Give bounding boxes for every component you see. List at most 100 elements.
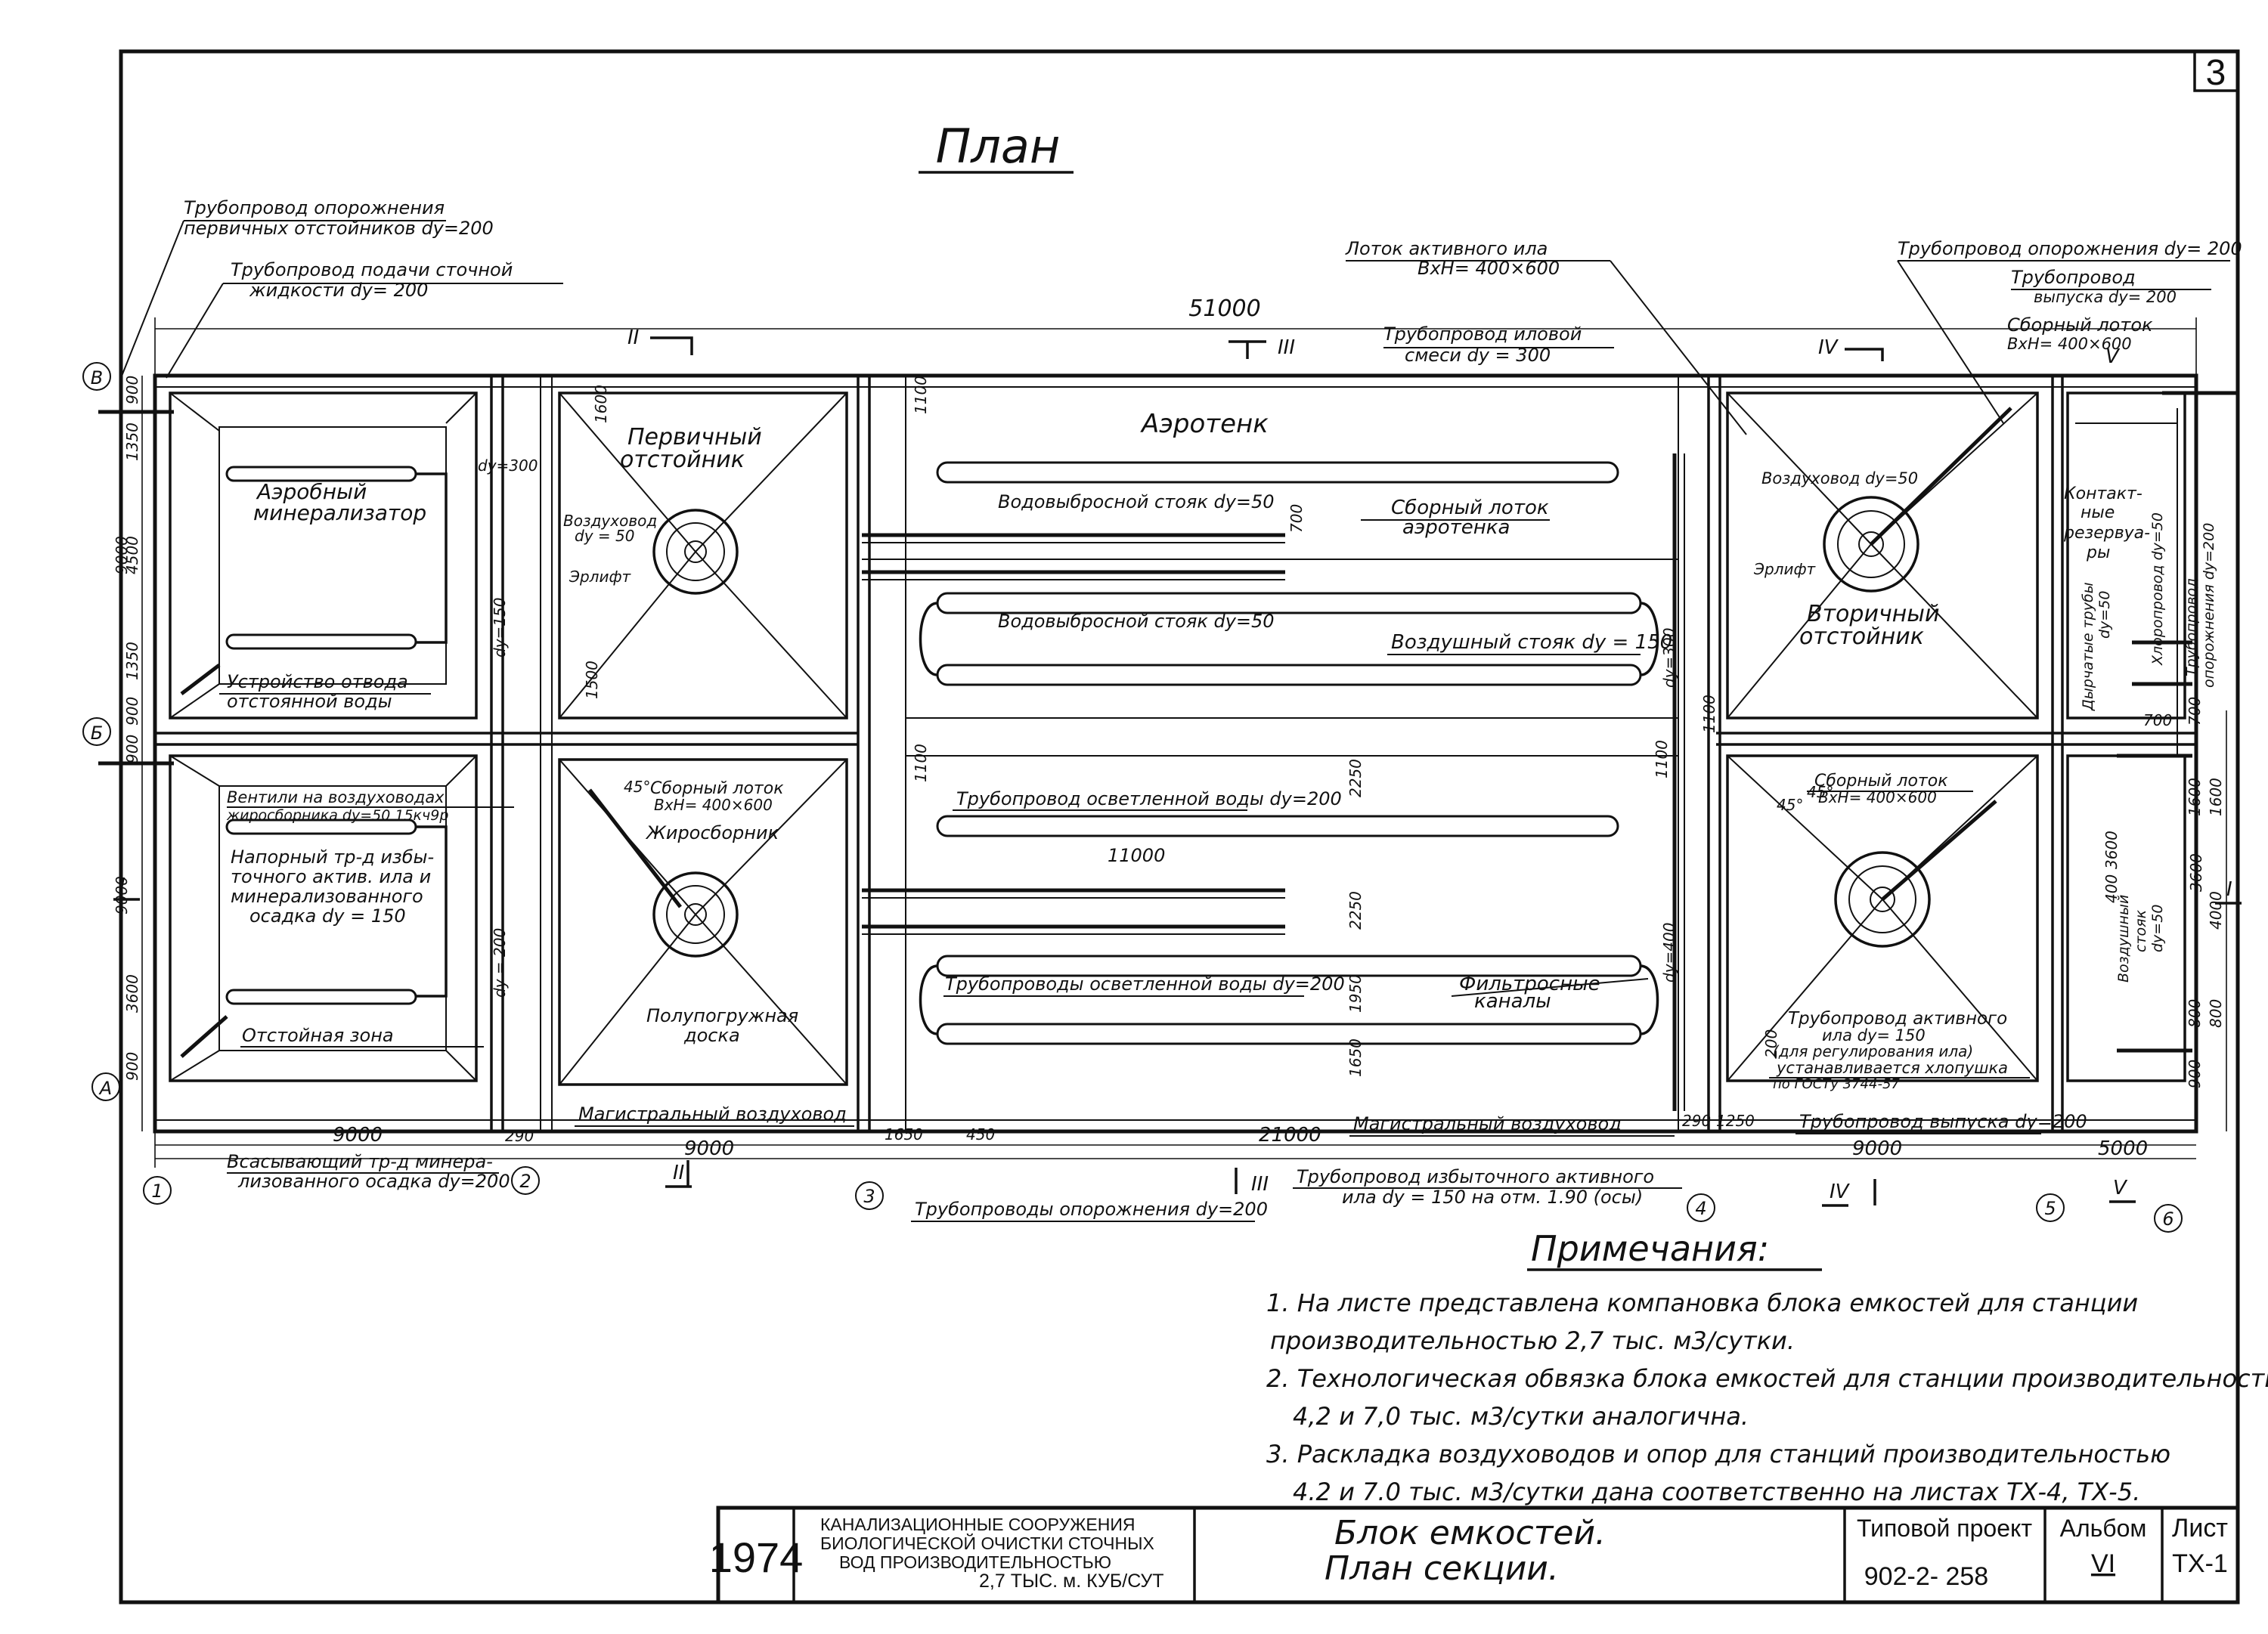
label-vozduhovod-right: Воздуховод dу=50	[1761, 469, 1918, 487]
label-aerobnyy-2: минерализатор	[253, 500, 426, 525]
svg-text:II: II	[673, 1162, 684, 1184]
row-axes: В Б А	[82, 362, 120, 1101]
label-kontakt-1: Контакт-	[2064, 484, 2143, 503]
dim-bottom-2: 9000	[684, 1137, 734, 1160]
dim-int-9: 11000	[1108, 845, 1165, 866]
sheet-number: 3	[2206, 53, 2226, 93]
dim-bottom-1: 290	[505, 1127, 534, 1145]
title-project-number: 902-2- 258	[1864, 1562, 1988, 1591]
label-sbornyy-aerotenka-1: Сборный лоток	[1391, 497, 1549, 519]
label-vozdushnyy-stoyak: Воздушный стояк dу = 150	[1391, 631, 1672, 654]
dim-right-6: 800	[2207, 999, 2225, 1028]
label-dyrchatye-1: Дырчатые трубы	[2080, 582, 2096, 711]
section-marks: II III IV V I I II III IV V	[113, 326, 2242, 1207]
axis-col-3: 3	[863, 1186, 875, 1207]
overall-dimension: 51000	[1188, 296, 1260, 322]
dim-int-6: 2250	[1346, 891, 1365, 930]
label-zhirosbornik: Жиросборник	[645, 822, 779, 843]
dim-left-0: 900	[123, 376, 141, 404]
axis-col-5: 5	[2044, 1198, 2056, 1219]
label-sbornyy-left-1: Сборный лоток	[650, 779, 784, 798]
dim-right-3: 1600	[2207, 778, 2225, 816]
dim-left-3: 4500	[123, 536, 141, 574]
dim-bottom-5: 21000	[1259, 1124, 1321, 1147]
dim-right-5: 800	[2186, 999, 2204, 1028]
dim-bottom-8: 9000	[1852, 1137, 1902, 1160]
label-vozduhovod-2: dу = 50	[575, 527, 634, 545]
dim-int-14: 700	[2143, 711, 2172, 729]
title-album-label: Альбом	[2060, 1515, 2147, 1542]
axis-col-4: 4	[1695, 1198, 1706, 1219]
dim-bottom-9: 5000	[2098, 1137, 2148, 1160]
label-pervichnyy-1: Первичный	[627, 424, 762, 450]
title-org-2: БИОЛОГИЧЕСКОЙ ОЧИСТКИ СТОЧНЫХ	[820, 1533, 1154, 1553]
dim-int-3: 1100	[1653, 740, 1671, 778]
note-3b: 4.2 и 7.0 тыс. м3/сутки дана соответстве…	[1293, 1478, 2140, 1506]
dim-int-19: dу=150	[491, 598, 509, 658]
note-1b: производительностью 2,7 тыс. м3/сутки.	[1270, 1326, 1795, 1355]
title-org-3: ВОД ПРОИЗВОДИТЕЛЬНОСТЬЮ	[839, 1552, 1111, 1572]
dim-int-18: 45°	[1777, 796, 1803, 814]
svg-text:I: I	[2226, 878, 2232, 901]
svg-text:III: III	[1251, 1173, 1269, 1196]
label-oporozhneniya-pervichnyh-1: Трубопровод опорожнения	[184, 197, 445, 218]
label-ustanavlivaetsya-1: устанавливается хлопушка	[1776, 1059, 2008, 1077]
label-napornyy-1: Напорный тр-д избы-	[231, 846, 434, 868]
label-lotok-ila-1: Лоток активного ила	[1345, 238, 1548, 259]
dim-left-5: 900	[123, 697, 141, 726]
svg-text:IV: IV	[1830, 1181, 1851, 1203]
svg-text:II: II	[627, 326, 639, 349]
label-vodovybrosnoy-1: Водовыбросной стояк dу=50	[998, 491, 1275, 512]
title-album-value: VI	[2091, 1549, 2115, 1578]
contact-reservoirs	[2066, 391, 2238, 1082]
label-napornyy-2: точного актив. ила и	[231, 866, 431, 887]
axis-row-a: А	[98, 1078, 112, 1099]
dim-bottom-0: 9000	[333, 1124, 383, 1147]
dim-int-8: 1650	[1346, 1038, 1365, 1077]
label-ustroystvo-1: Устройство отвода	[227, 671, 408, 692]
label-vozd-stoyak-vert-2: стояк	[2133, 909, 2149, 952]
label-osvetlennoy-2: Трубопроводы осветленной воды dу=200	[945, 973, 1345, 995]
dim-left-7: 9000	[113, 876, 131, 914]
dim-int-23: dу=300	[478, 456, 538, 475]
title-project-label: Типовой проект	[1857, 1515, 2032, 1542]
title-sheet-value: ТХ-1	[2172, 1549, 2228, 1578]
label-opor-vert-1: Трубопровод	[2183, 578, 2200, 676]
dim-right-0: 700	[2186, 697, 2204, 726]
dim-bottom-7: 1250	[1716, 1112, 1755, 1130]
svg-text:I: I	[119, 874, 125, 897]
label-aerotenk: Аэротенк	[1140, 409, 1269, 439]
axis-row-b: Б	[91, 723, 103, 744]
dim-left-2: 9000	[113, 536, 131, 574]
label-polupogruzhnaya-1: Полупогружная	[646, 1005, 798, 1026]
label-opor-vert-2: опорожнения dу=200	[2201, 523, 2217, 688]
label-sbornyy-right-1: Сборный лоток	[1814, 772, 1948, 791]
sheet-number-box	[2193, 50, 2239, 92]
title-drawing-2: План секции.	[1325, 1549, 1559, 1588]
title-sheet-label: Лист	[2172, 1514, 2228, 1543]
dim-left-6: 900	[123, 735, 141, 763]
note-3a: 3. Раскладка воздуховодов и опор для ста…	[1266, 1440, 2170, 1468]
label-vozduhovod-1: Воздуховод	[563, 512, 657, 530]
label-vypuska-top-1: Трубопровод	[2011, 267, 2136, 288]
column-axes: 1 2 3 4 5 6	[143, 1131, 2183, 1233]
svg-text:IV: IV	[1818, 336, 1839, 359]
dim-int-7: 1950	[1346, 974, 1365, 1013]
axis-row-v: В	[91, 367, 103, 388]
dim-right-1: 1600	[2186, 778, 2204, 816]
title-year: 1974	[709, 1533, 804, 1581]
label-hloroprovod: Хлоропровод dу=50	[2149, 512, 2166, 666]
label-sbornyy-top-2: ВхН= 400×600	[2007, 335, 2132, 353]
label-vypuska-bottom: Трубопровод выпуска dу=200	[1799, 1111, 2087, 1132]
axis-col-6: 6	[2162, 1208, 2174, 1230]
label-sbornyy-top-1: Сборный лоток	[2007, 314, 2153, 336]
dim-left-9: 900	[123, 1052, 141, 1081]
label-izbytochnogo-2: ила dу = 150 на отм. 1.90 (осы)	[1342, 1187, 1643, 1208]
axis-col-2: 2	[519, 1171, 531, 1192]
title-org-1: КАНАЛИЗАЦИОННЫЕ СООРУЖЕНИЯ	[820, 1515, 1135, 1534]
label-pervichnyy-2: отстойник	[620, 447, 745, 473]
label-filtrosnye-2: каналы	[1474, 990, 1551, 1013]
axis-col-1: 1	[151, 1181, 163, 1202]
label-vtorichnyy-2: отстойник	[1799, 624, 1924, 650]
